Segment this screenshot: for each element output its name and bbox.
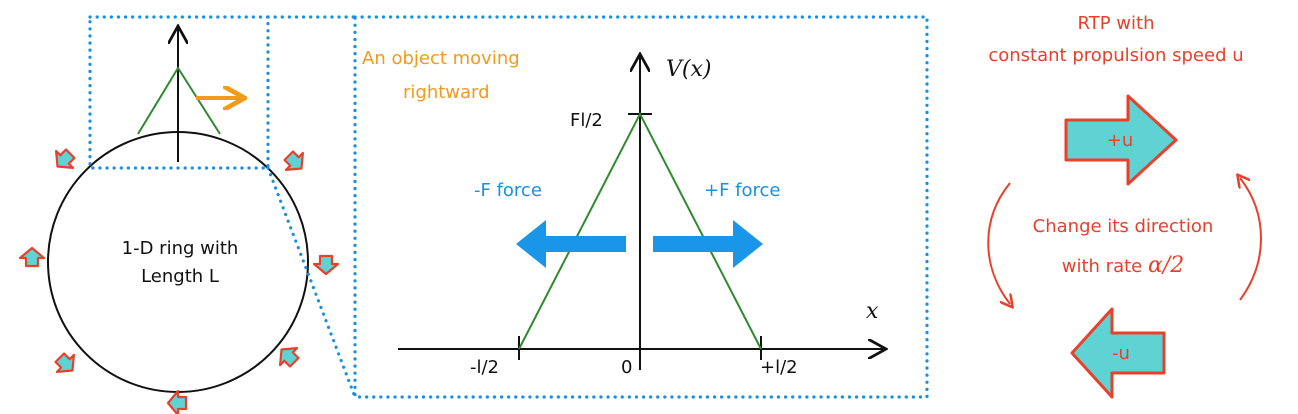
zoom-small-box <box>88 15 270 170</box>
ring-potential-tent <box>137 66 221 135</box>
right-force-label: +F force <box>704 180 780 201</box>
force-arrow-icon <box>516 220 626 268</box>
ring-panel: 1-D ring with Length L <box>18 28 340 414</box>
plus-u-label: +u <box>1107 130 1134 151</box>
particle-arrow-icon <box>55 148 76 169</box>
cycle-arrow-icon <box>987 182 1010 304</box>
particle-arrow-icon <box>166 389 188 414</box>
ring-label-line1: 1-D ring with <box>122 238 239 259</box>
ring-particles <box>18 148 340 414</box>
rate-symbol: α/2 <box>1148 253 1184 278</box>
ring-circle <box>47 131 309 393</box>
ring-label-line2: Length L <box>141 266 219 287</box>
potential-tent <box>518 111 762 350</box>
particle-arrow-icon <box>312 254 340 276</box>
left-force-label: -F force <box>474 180 542 201</box>
potential-plot: An object moving rightward V(x) x Fl/2 -… <box>362 48 884 378</box>
particle-arrow-icon <box>54 352 75 373</box>
minus-u-label: -u <box>1112 343 1130 364</box>
force-arrow-icon <box>653 220 763 268</box>
y-axis-label: V(x) <box>666 57 711 82</box>
x-axis-label: x <box>866 299 879 324</box>
particle-arrow-icon <box>279 347 300 368</box>
rate-line1: Change its direction <box>1033 216 1214 237</box>
rtp-title-line1: RTP with <box>1078 13 1155 34</box>
rate-line2: with rate α/2 <box>1062 253 1184 278</box>
tick-zero-label: 0 <box>621 357 632 378</box>
rtp-panel: RTP with constant propulsion speed u +u … <box>987 13 1262 399</box>
object-label-line2: rightward <box>403 82 490 103</box>
peak-label: Fl/2 <box>570 110 603 131</box>
minus-u-arrow-icon <box>1070 307 1166 399</box>
particle-arrow-icon <box>283 150 304 171</box>
rate-line2-prefix: with rate <box>1062 256 1148 277</box>
cycle-arrow-icon <box>1240 178 1262 301</box>
rtp-title-line2: constant propulsion speed u <box>988 45 1243 66</box>
zoom-indicator <box>88 15 929 399</box>
tick-right-label: +l/2 <box>760 357 798 378</box>
tick-left-label: -l/2 <box>470 357 499 378</box>
particle-arrow-icon <box>18 246 46 268</box>
object-label-line1: An object moving <box>362 48 520 69</box>
plus-u-arrow-icon <box>1064 94 1178 186</box>
